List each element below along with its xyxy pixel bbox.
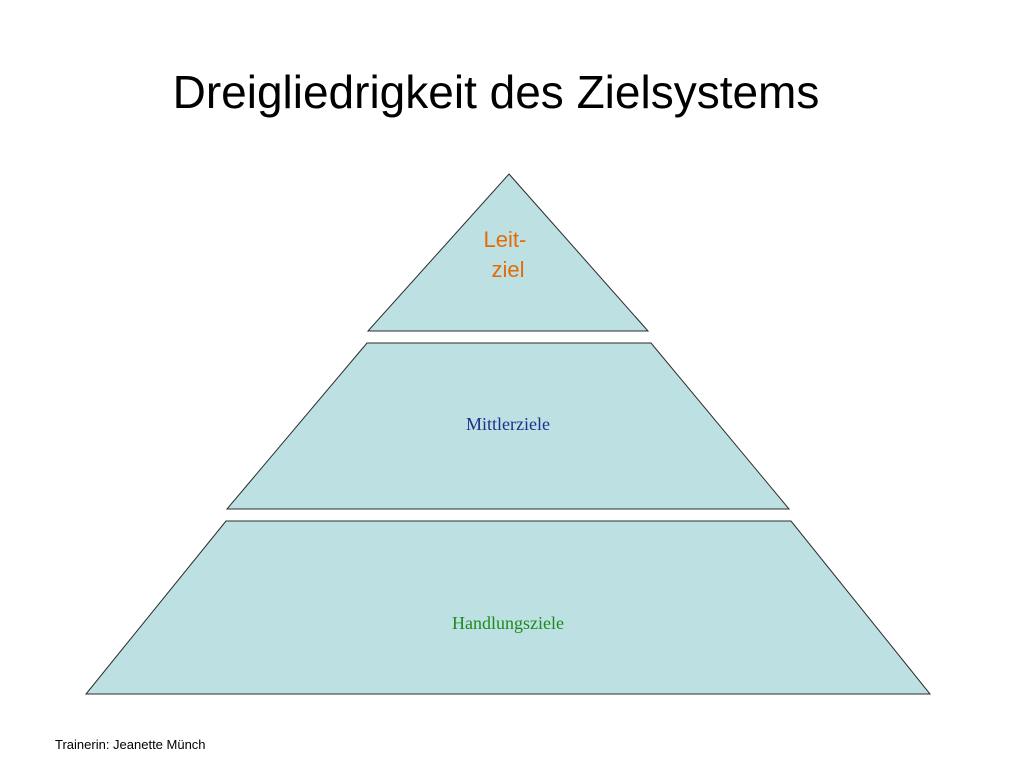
pyramid-tier-middle-shape <box>225 342 791 510</box>
leitziel-label-line-1: Leit- <box>484 227 527 252</box>
slide-title: Dreigliedrigkeit des Zielsystems <box>172 66 820 118</box>
pyramid-level-leitziel: Leit- ziel <box>366 173 650 332</box>
pyramid-level-mittlerziele: Mittlerziele <box>225 342 791 510</box>
pyramid-level-handlungsziele: Handlungsziele <box>84 520 932 695</box>
handlungsziele-label-line-1: Handlungsziele <box>452 613 564 633</box>
leitziel-label-line-2: ziel <box>491 257 524 282</box>
pyramid-tier-top-shape <box>366 173 650 332</box>
handlungsziele-label: Handlungsziele <box>452 613 564 633</box>
footer-trainer: Trainerin: Jeanette Münch <box>55 737 206 752</box>
leitziel-label: Leit- ziel <box>484 227 533 282</box>
mittlerziele-label: Mittlerziele <box>466 414 550 434</box>
mittlerziele-label-line-1: Mittlerziele <box>466 414 550 434</box>
pyramid-tier-bottom-shape <box>84 520 932 695</box>
